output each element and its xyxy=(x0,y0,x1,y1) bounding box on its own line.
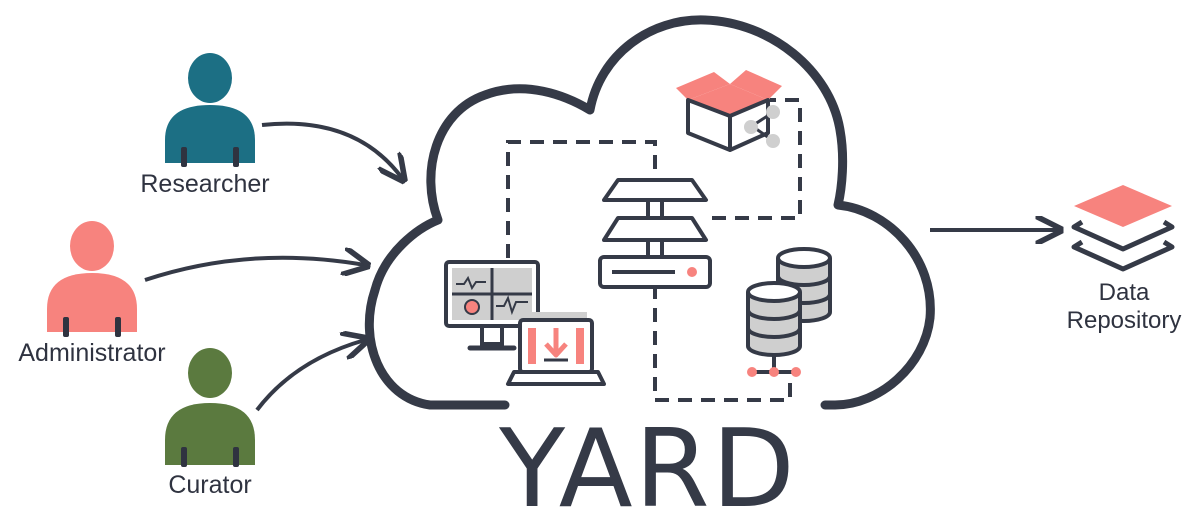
share-icon xyxy=(744,105,780,148)
server-stack-icon xyxy=(598,178,712,289)
researcher-user-icon xyxy=(165,53,255,167)
monitor-icon xyxy=(444,260,540,351)
curator-arrow xyxy=(255,340,365,412)
curator-label: Curator xyxy=(168,471,251,499)
administrator-user-icon xyxy=(47,221,137,337)
open-box-icon xyxy=(676,70,782,152)
curator-user-icon xyxy=(165,348,255,467)
database-icon xyxy=(746,247,832,374)
brand-title: YARD xyxy=(498,407,797,514)
dashed-connectors xyxy=(506,98,802,402)
database-nodes xyxy=(747,367,801,377)
layers-icon xyxy=(1071,185,1175,272)
cloud-outline xyxy=(364,15,935,410)
researcher-label: Researcher xyxy=(140,170,269,198)
administrator-arrow xyxy=(144,258,365,282)
laptop-download-icon xyxy=(506,312,606,386)
administrator-label: Administrator xyxy=(18,339,165,367)
repository-label-line1: Data xyxy=(1099,279,1150,306)
repository-label-line2: Repository xyxy=(1067,307,1182,334)
researcher-arrow xyxy=(261,121,402,178)
